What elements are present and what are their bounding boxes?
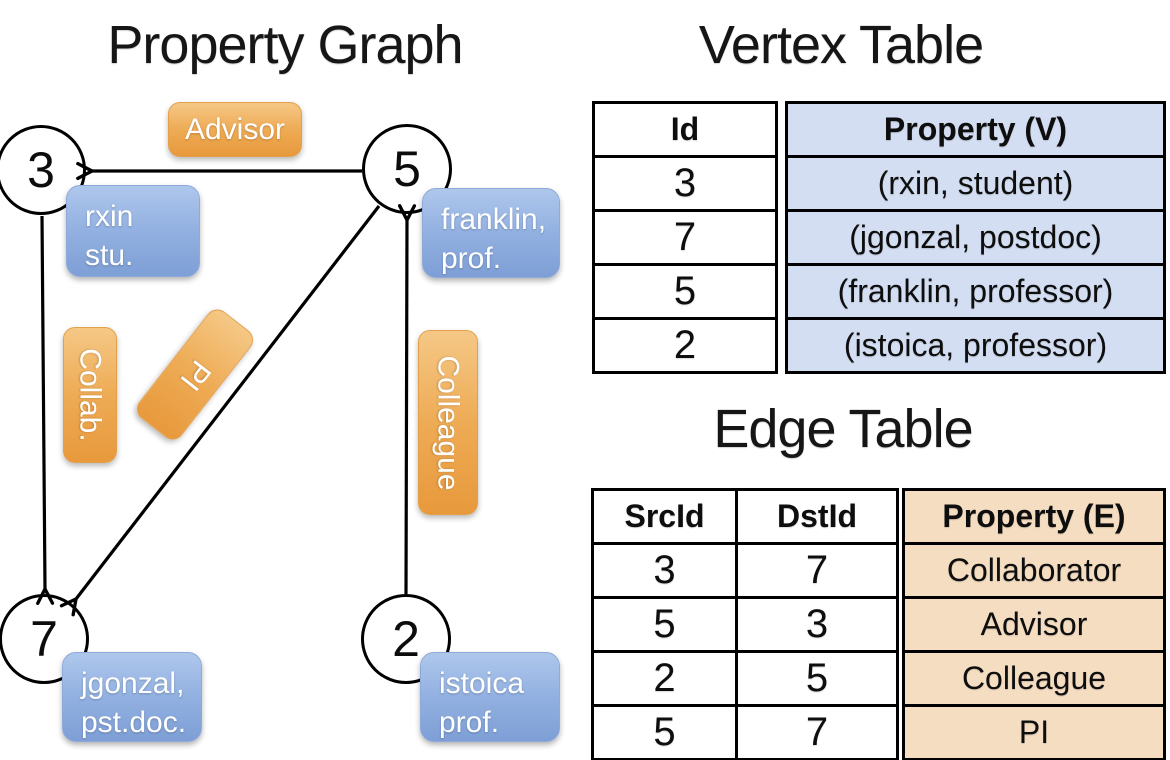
- table-row: 5: [592, 263, 778, 320]
- edge-table-property-column: Property (E) Collaborator Advisor Collea…: [902, 488, 1166, 760]
- table-row: 2: [592, 317, 778, 374]
- table-row: 3: [592, 155, 778, 212]
- table-header-row: SrcId DstId: [591, 488, 899, 545]
- edge-label-pi: PI: [132, 304, 258, 445]
- edge-table-header-dstid: DstId: [735, 488, 899, 545]
- table-cell-dstid: 7: [735, 542, 899, 599]
- edge-label-collab: Collab.: [63, 327, 117, 463]
- vertex-label-line1: istoica: [439, 667, 525, 700]
- vertex-label-line1: franklin,: [441, 203, 547, 236]
- table-row: 5 7: [591, 704, 899, 760]
- table-header-row: Id: [592, 101, 778, 158]
- table-cell-id: 2: [592, 317, 778, 374]
- table-cell-property: PI: [902, 704, 1166, 760]
- edge-label-advisor: Advisor: [168, 102, 302, 157]
- vertex-table-title: Vertex Table: [698, 15, 984, 75]
- table-cell-id: 3: [592, 155, 778, 212]
- table-cell-property: Advisor: [902, 596, 1166, 653]
- table-row: PI: [902, 704, 1166, 760]
- edge-label-text: Colleague: [432, 354, 466, 491]
- table-cell-dstid: 7: [735, 704, 899, 760]
- vertex-label-line2: prof.: [439, 706, 500, 739]
- edge-line-collab-3-to-7: [36, 215, 55, 605]
- table-row: 5 3: [591, 596, 899, 653]
- table-row: (istoica, professor): [785, 317, 1166, 374]
- vertex-label-line2: prof.: [441, 242, 502, 275]
- edge-line-colleague-2-to-5: [398, 204, 417, 595]
- edge-table-id-columns: SrcId DstId 3 7 5 3 2 5 5 7: [591, 488, 899, 760]
- vertex-label-jgonzal: jgonzal, pst.doc.: [62, 652, 202, 742]
- table-row: (jgonzal, postdoc): [785, 209, 1166, 266]
- table-cell-dstid: 3: [735, 596, 899, 653]
- table-cell-property: Collaborator: [902, 542, 1166, 599]
- vertex-label-line2: pst.doc.: [81, 706, 187, 739]
- edge-table-header-srcid: SrcId: [591, 488, 738, 545]
- edge-table-title: Edge Table: [713, 399, 973, 459]
- table-cell-id: 7: [592, 209, 778, 266]
- table-cell-property: (franklin, professor): [785, 263, 1166, 320]
- table-row: (rxin, student): [785, 155, 1166, 212]
- table-cell-srcid: 5: [591, 596, 738, 653]
- table-cell-property: (jgonzal, postdoc): [785, 209, 1166, 266]
- table-cell-srcid: 3: [591, 542, 738, 599]
- table-row: Collaborator: [902, 542, 1166, 599]
- vertex-table-property-column: Property (V) (rxin, student) (jgonzal, p…: [785, 101, 1166, 374]
- table-row: (franklin, professor): [785, 263, 1166, 320]
- table-row: Advisor: [902, 596, 1166, 653]
- table-cell-property: (rxin, student): [785, 155, 1166, 212]
- edge-label-text: PI: [173, 353, 218, 397]
- edge-label-text: Advisor: [184, 112, 286, 146]
- table-row: 7: [592, 209, 778, 266]
- vertex-id: 5: [393, 141, 421, 197]
- vertex-table-header-property: Property (V): [785, 101, 1166, 158]
- table-row: 3 7: [591, 542, 899, 599]
- edge-table-header-property: Property (E): [902, 488, 1166, 545]
- vertex-label-line1: jgonzal,: [81, 667, 185, 700]
- table-header-row: Property (E): [902, 488, 1166, 545]
- vertex-label-rxin: rxin stu.: [66, 185, 200, 277]
- vertex-id: 2: [392, 611, 420, 667]
- table-row: Colleague: [902, 650, 1166, 707]
- vertex-label-istoica: istoica prof.: [420, 652, 560, 742]
- table-cell-srcid: 5: [591, 704, 738, 760]
- table-cell-srcid: 2: [591, 650, 738, 707]
- table-row: 2 5: [591, 650, 899, 707]
- vertex-id: 3: [27, 142, 55, 198]
- vertex-id: 7: [30, 611, 58, 667]
- table-cell-dstid: 5: [735, 650, 899, 707]
- table-header-row: Property (V): [785, 101, 1166, 158]
- edge-label-text: Collab.: [74, 348, 108, 442]
- table-cell-id: 5: [592, 263, 778, 320]
- vertex-circle-3: 3: [0, 125, 86, 215]
- property-graph-title: Property Graph: [107, 15, 463, 75]
- table-cell-property: (istoica, professor): [785, 317, 1166, 374]
- table-cell-property: Colleague: [902, 650, 1166, 707]
- vertex-label-line2: stu.: [85, 239, 134, 272]
- vertex-label-line1: rxin: [85, 200, 134, 233]
- edge-label-colleague: Colleague: [418, 330, 478, 515]
- vertex-table-id-column: Id 3 7 5 2: [592, 101, 778, 374]
- vertex-label-franklin: franklin, prof.: [422, 188, 560, 278]
- vertex-table-header-id: Id: [592, 101, 778, 158]
